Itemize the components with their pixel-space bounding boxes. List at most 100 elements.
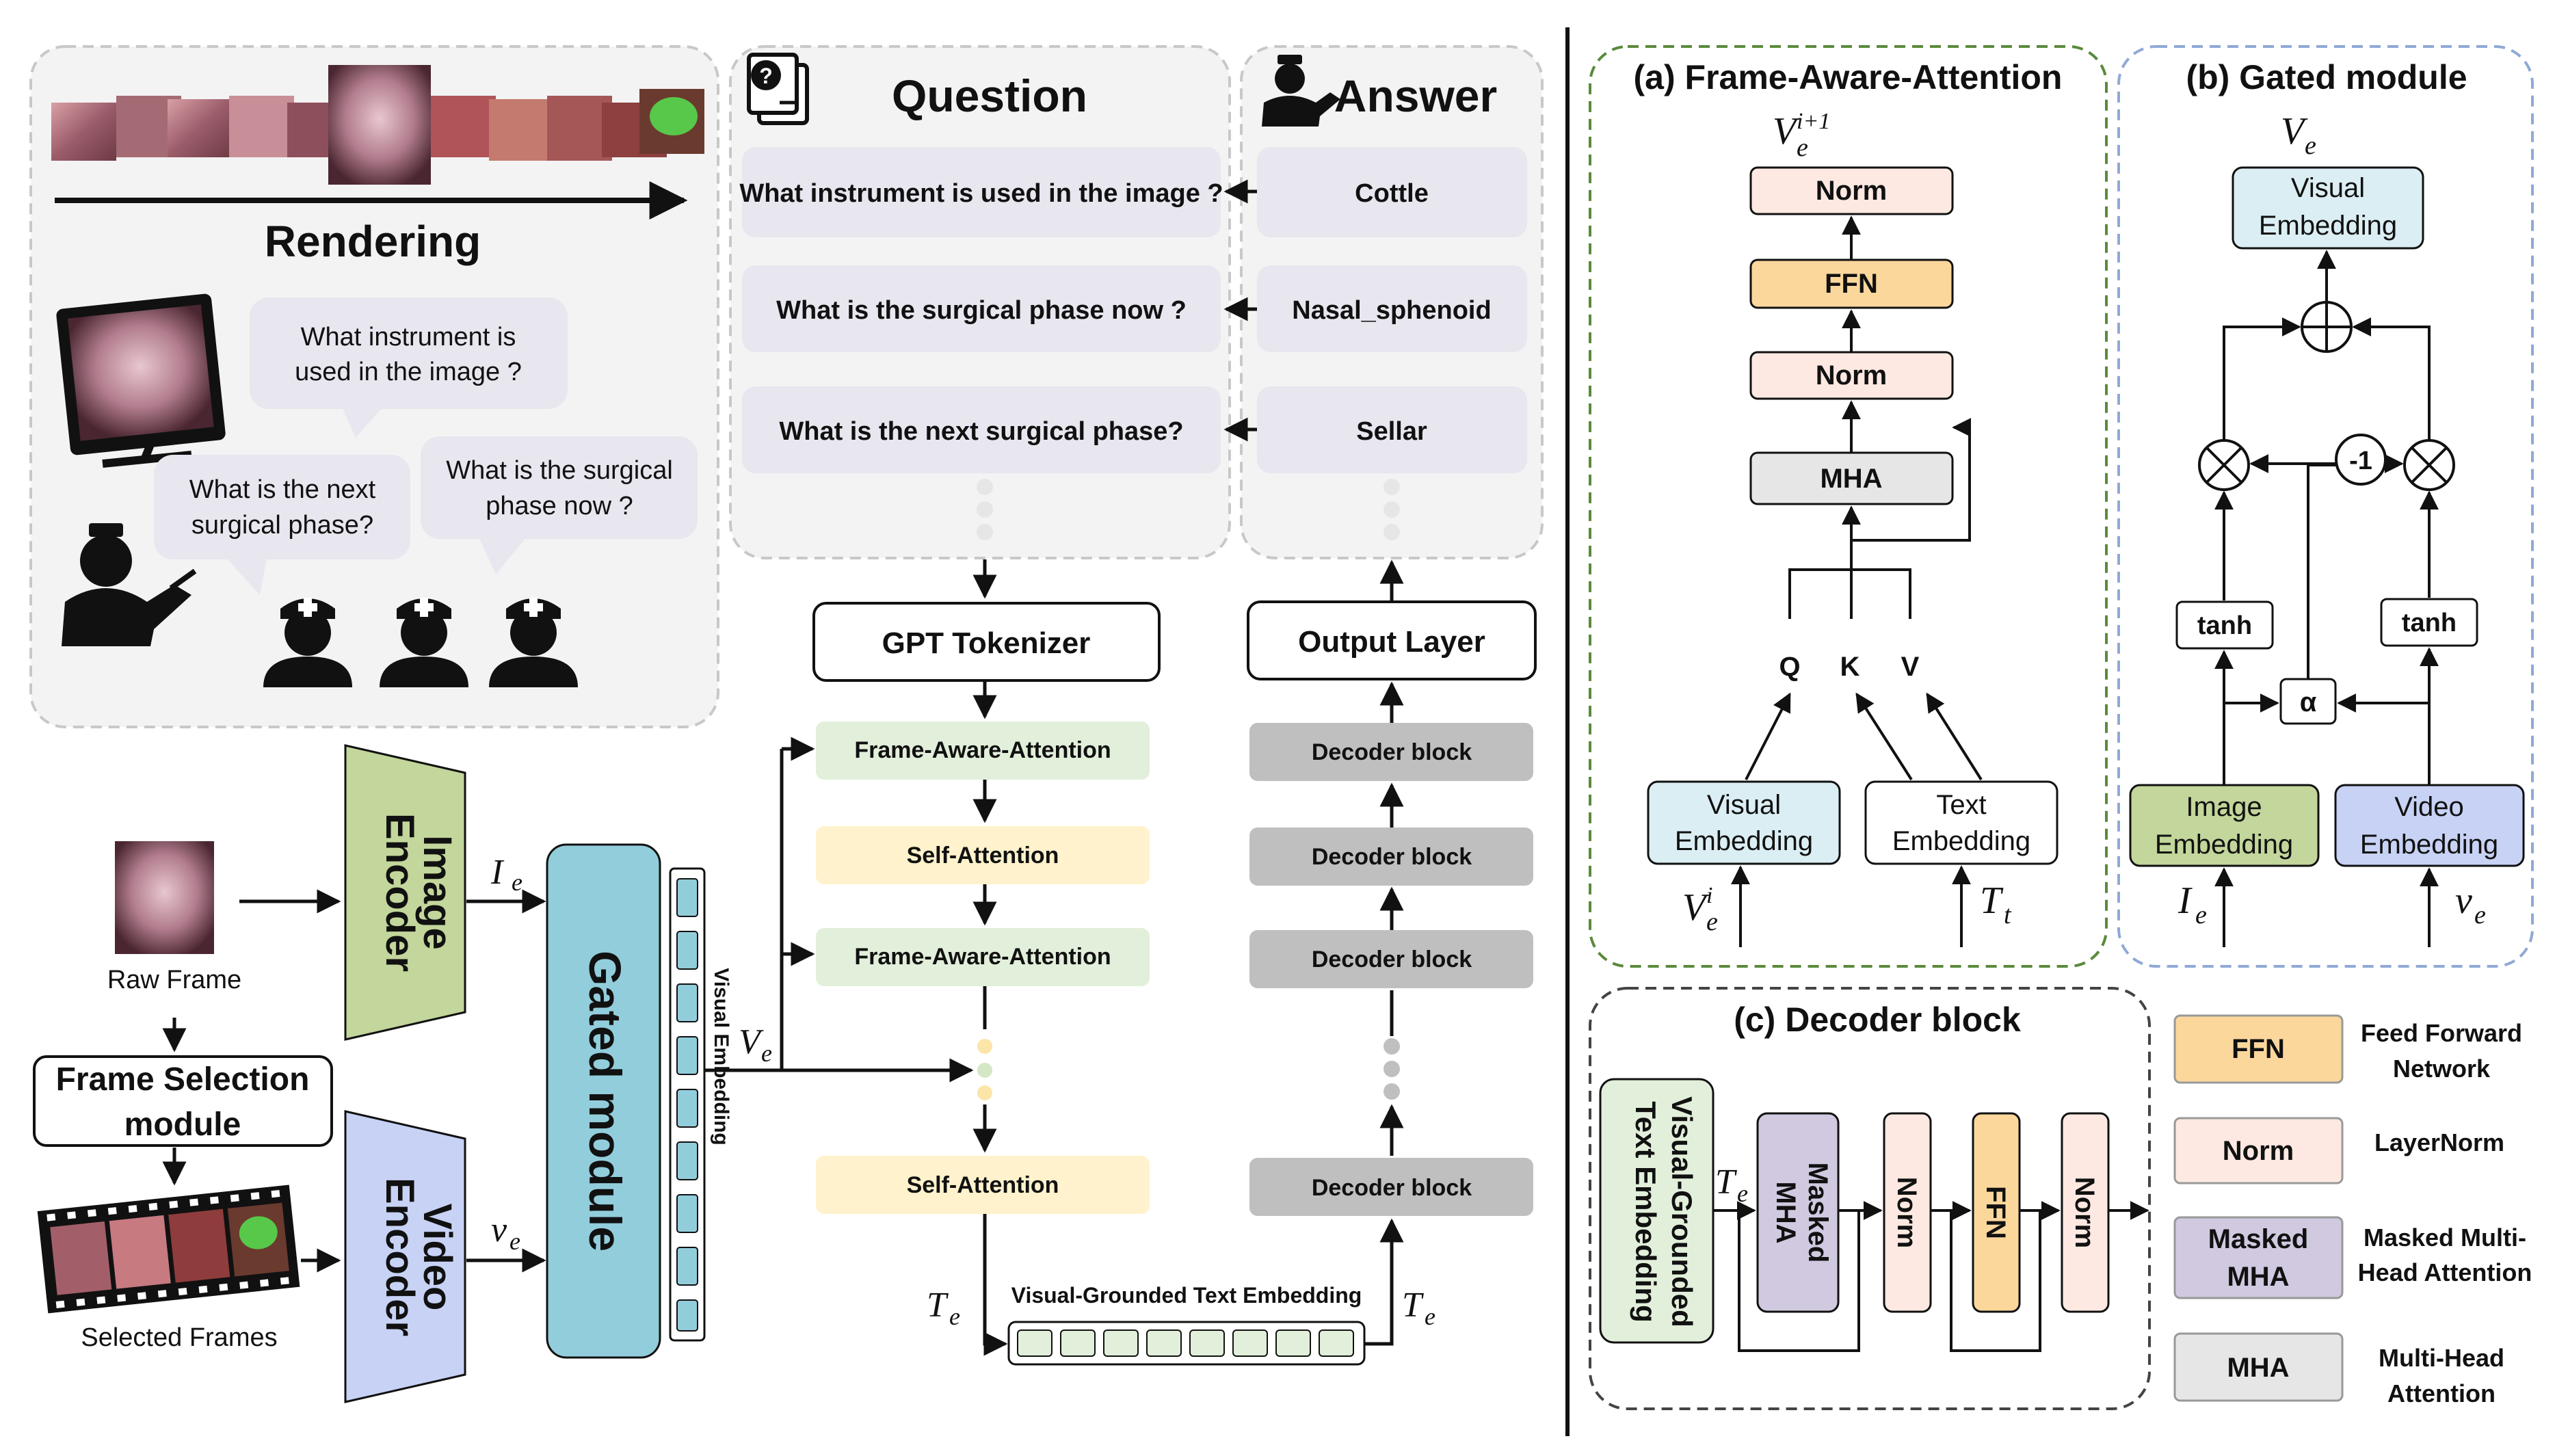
answer-panel: Answer Cottle Nasal_sphenoid Sellar: [1223, 45, 1544, 559]
svg-text:FFN: FFN: [1825, 269, 1878, 299]
svg-text:e: e: [1425, 1303, 1435, 1330]
svg-text:Frame Selection: Frame Selection: [56, 1061, 310, 1098]
svg-text:Visual: Visual: [1707, 790, 1781, 820]
svg-text:v: v: [2455, 879, 2472, 922]
svg-text:T: T: [927, 1286, 949, 1325]
panel-c-title: (c) Decoder block: [1734, 1001, 2021, 1039]
svg-text:What is the next: What is the next: [189, 475, 376, 504]
student-icon-2: [380, 598, 468, 687]
svg-text:Norm: Norm: [2069, 1177, 2100, 1248]
a-visual-embedding: [1647, 780, 1841, 865]
video-encoder: [344, 1110, 466, 1403]
svg-text:phase now ?: phase now ?: [486, 492, 633, 520]
input-pipeline: Raw Frame Frame Selection module Selecte…: [33, 737, 974, 1403]
svg-text:Image: Image: [415, 835, 460, 950]
question-box-2: [742, 265, 1221, 352]
decoder-block-3: [1249, 930, 1533, 988]
gated-module: [546, 843, 661, 1359]
svg-text:V: V: [739, 1022, 764, 1061]
svg-text:Video: Video: [415, 1204, 460, 1311]
decoder-block-2: [1249, 828, 1533, 886]
svg-text:e: e: [2474, 901, 2486, 929]
svg-text:I: I: [2177, 879, 2193, 922]
svg-text:module: module: [124, 1107, 241, 1143]
svg-text:Text Embedding: Text Embedding: [1630, 1101, 1662, 1323]
svg-text:used in the image ?: used in the image ?: [295, 358, 522, 386]
svg-text:e: e: [949, 1303, 960, 1330]
svg-text:Self-Attention: Self-Attention: [907, 843, 1059, 869]
c-norm-1: [1883, 1112, 1932, 1313]
frame-aware-attention-block-1: [816, 722, 1150, 780]
question-text-1: What instrument is used in the image ?: [739, 179, 1223, 208]
svg-text:FFN: FFN: [2232, 1034, 2285, 1064]
svg-text:v: v: [491, 1210, 507, 1249]
document-question-icon: ?: [747, 53, 809, 125]
a-k-label: K: [1840, 652, 1860, 682]
svg-text:t: t: [2004, 901, 2012, 929]
rendering-title: Rendering: [265, 217, 481, 266]
svg-text:surgical phase?: surgical phase?: [191, 511, 373, 540]
answer-text-3: Sellar: [1356, 417, 1427, 446]
visual-embedding-stack: [669, 867, 706, 1342]
svg-text:Embedding: Embedding: [1892, 826, 2030, 856]
legend-norm-swatch: [2173, 1117, 2344, 1184]
svg-text:Masked: Masked: [1803, 1163, 1833, 1263]
svg-text:Video: Video: [2394, 792, 2464, 822]
vgte-caption: Visual-Grounded Text Embedding: [1011, 1283, 1362, 1308]
svg-text:Visual-Grounded: Visual-Grounded: [1666, 1096, 1698, 1327]
question-text-2: What is the surgical phase now ?: [776, 296, 1187, 325]
doctor-icon: [1262, 55, 1340, 127]
decoder-block-4: [1249, 1158, 1533, 1216]
svg-text:-1: -1: [2349, 447, 2372, 475]
svg-text:V: V: [1682, 886, 1710, 929]
svg-text:MHA: MHA: [2227, 1353, 2289, 1383]
svg-text:e: e: [509, 1228, 520, 1255]
svg-text:Norm: Norm: [1892, 1177, 1922, 1248]
svg-text:I: I: [490, 853, 505, 892]
panel-b-title: (b) Gated module: [2186, 58, 2467, 96]
question-text-3: What is the next surgical phase?: [779, 417, 1183, 446]
svg-text:Decoder block: Decoder block: [1312, 947, 1472, 972]
rendering-panel: Rendering What instrument is used in the…: [29, 45, 719, 728]
svg-text:Encoder: Encoder: [378, 1178, 422, 1336]
svg-text:MHA: MHA: [1820, 464, 1882, 494]
svg-text:T: T: [1715, 1163, 1737, 1202]
language-stack: GPT Tokenizer Frame-Aware-Attention Self…: [812, 559, 1537, 1366]
frame-selection-module: [33, 1055, 333, 1147]
svg-text:e: e: [2195, 901, 2207, 929]
svg-text:Feed Forward: Feed Forward: [2361, 1019, 2522, 1047]
image-encoder: [344, 744, 466, 1041]
answer-text-2: Nasal_sphenoid: [1292, 296, 1491, 325]
panel-b-gated-module: (b) Gated module V e Visual Embedding -1: [2117, 45, 2534, 968]
a-text-embedding: [1864, 780, 2058, 865]
b-multiply-node-left: [2198, 439, 2250, 491]
b-image-embedding: [2129, 784, 2320, 867]
svg-text:Frame-Aware-Attention: Frame-Aware-Attention: [854, 737, 1111, 763]
panel-c-decoder-block: (c) Decoder block Visual-Grounded Text E…: [1589, 987, 2151, 1410]
a-q-label: Q: [1779, 652, 1800, 682]
svg-text:Embedding: Embedding: [1675, 826, 1813, 856]
visual-grounded-text-embedding: [1007, 1321, 1366, 1366]
b-tanh-left: [2175, 600, 2274, 650]
svg-text:LayerNorm: LayerNorm: [2374, 1128, 2504, 1156]
film-strip: [37, 1184, 300, 1314]
svg-text:T: T: [1402, 1286, 1424, 1325]
svg-text:e: e: [1797, 133, 1808, 162]
svg-text:T: T: [1980, 879, 2004, 922]
question-box-1: [742, 147, 1221, 237]
svg-text:Masked Multi-: Masked Multi-: [2364, 1223, 2526, 1252]
self-attention-block-2: [816, 1156, 1150, 1214]
svg-text:Self-Attention: Self-Attention: [907, 1172, 1059, 1198]
raw-frame-image: [115, 841, 214, 954]
b-alpha-node: [2279, 678, 2337, 725]
a-norm-top: [1749, 166, 1954, 215]
c-norm-2: [2061, 1112, 2110, 1313]
svg-text:?: ?: [759, 64, 773, 88]
svg-text:Frame-Aware-Attention: Frame-Aware-Attention: [854, 944, 1111, 970]
svg-text:Text: Text: [1936, 790, 1986, 820]
svg-text:Norm: Norm: [1816, 176, 1887, 206]
a-norm-mid: [1749, 351, 1954, 400]
student-icon-3: [489, 598, 578, 687]
answer-header: Answer: [1334, 70, 1497, 121]
frame-strip: [51, 65, 704, 185]
